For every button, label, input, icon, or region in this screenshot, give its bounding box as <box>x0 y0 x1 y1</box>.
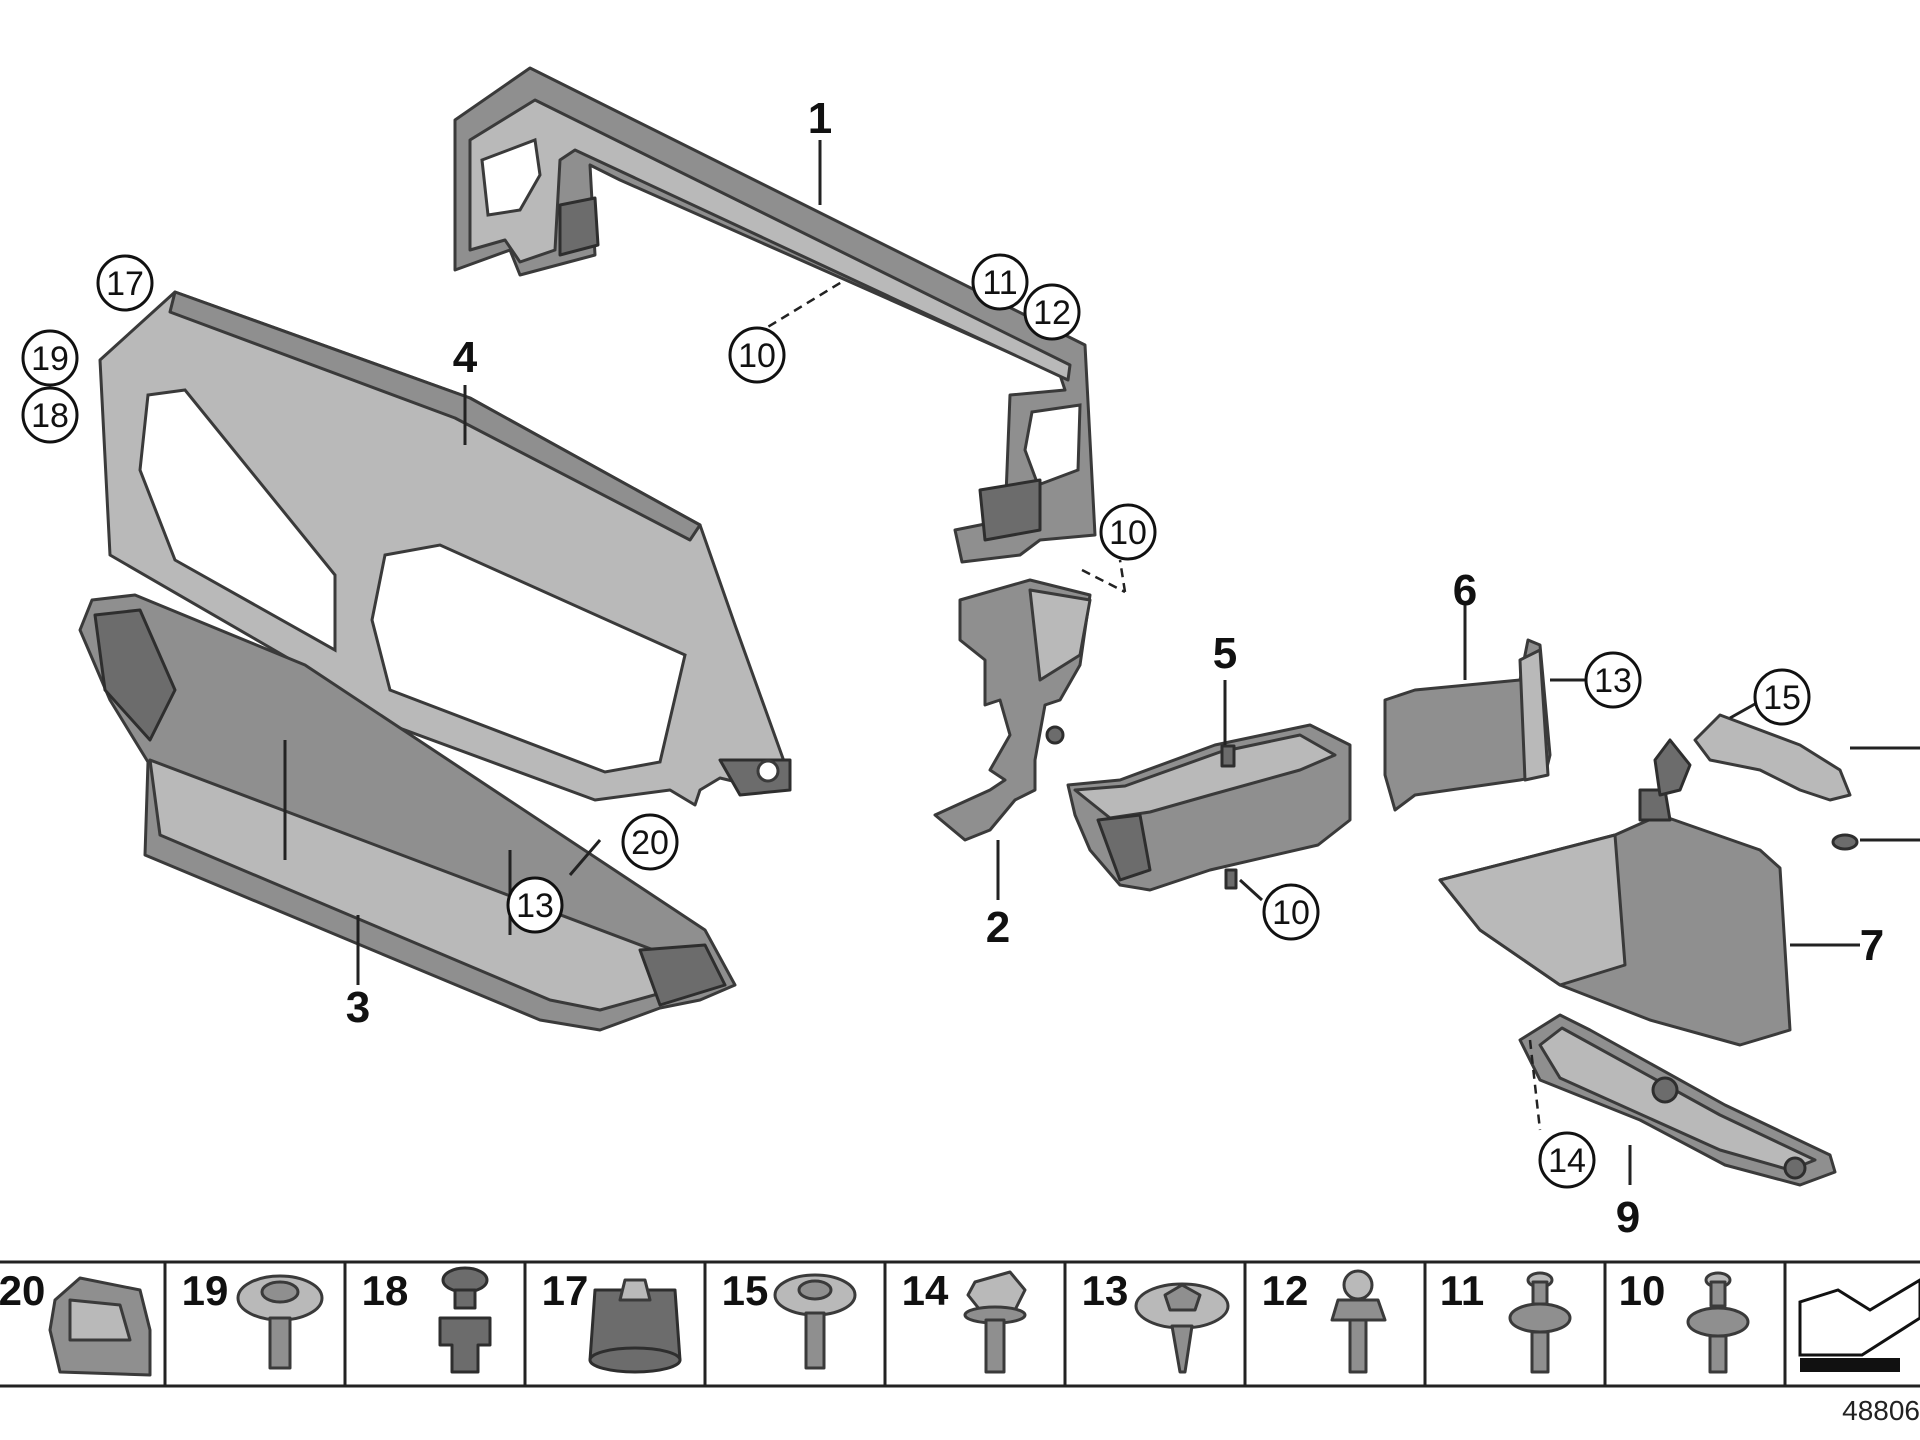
callout-9: 9 <box>1616 1193 1640 1242</box>
circled-ref-19: 19 <box>21 329 79 387</box>
fastener-17-rubber-buffer[interactable]: 17 <box>542 1267 682 1374</box>
circled-ref-13-lower-duct: 13 <box>506 876 564 934</box>
circled-ref-13-duct-end: 13 <box>1584 651 1642 709</box>
circled-ref-20: 20 <box>621 813 679 871</box>
bracket-upper-right[interactable] <box>1653 713 1859 851</box>
fastener-strip: 20 19 18 17 15 <box>0 1260 1920 1388</box>
circled-19-label: 19 <box>31 340 69 378</box>
circled-ref-10-bracket: 10 <box>1099 503 1157 561</box>
fastener-15-washer-screw[interactable]: 15 <box>722 1267 857 1370</box>
circled-14-label: 14 <box>1548 1142 1586 1180</box>
callout-6: 6 <box>1453 566 1477 615</box>
circled-13b-label: 13 <box>516 887 554 925</box>
circled-ref-10-beam: 10 <box>728 326 786 384</box>
circled-ref-18: 18 <box>21 386 79 444</box>
fastener-18-expanding-rivet[interactable]: 18 <box>362 1266 492 1374</box>
circled-17-label: 17 <box>106 265 144 303</box>
diagram-id: 48806 <box>1842 1395 1920 1426</box>
circled-ref-11: 11 <box>971 253 1029 311</box>
fastener-19-flange-screw[interactable]: 19 <box>182 1267 324 1370</box>
fastener-13-number: 13 <box>1082 1267 1129 1314</box>
fastener-17-number: 17 <box>542 1267 589 1314</box>
fastener-10-number: 10 <box>1619 1267 1666 1314</box>
circled-18-label: 18 <box>31 397 69 435</box>
circled-ref-14: 14 <box>1538 1131 1596 1189</box>
leader-lines <box>356 140 1920 1185</box>
part-2-side-bracket[interactable] <box>933 578 1092 842</box>
circled-12-label: 12 <box>1033 294 1071 332</box>
fastener-19-number: 19 <box>182 1267 229 1314</box>
fastener-20-number: 20 <box>0 1267 45 1314</box>
circled-references: 17 19 18 11 12 10 10 10 13 20 13 15 14 <box>21 253 1811 1189</box>
fastener-10-collar-screw[interactable]: 10 <box>1619 1267 1750 1374</box>
part-4-grille-carrier[interactable] <box>98 290 792 807</box>
part-5-air-duct[interactable] <box>1066 723 1352 892</box>
fastener-20-clip-nut[interactable]: 20 <box>0 1267 152 1377</box>
circled-20-label: 20 <box>631 824 669 862</box>
fastener-18-number: 18 <box>362 1267 409 1314</box>
part-number-callouts: 1 4 2 3 5 6 7 9 <box>346 94 1884 1242</box>
fastener-12-number: 12 <box>1262 1267 1309 1314</box>
circled-10b-label: 10 <box>1109 514 1147 552</box>
part-7-air-guide[interactable] <box>1438 788 1792 1047</box>
callout-5: 5 <box>1213 629 1237 678</box>
circled-13a-label: 13 <box>1594 662 1632 700</box>
callout-3: 3 <box>346 983 370 1032</box>
circled-10c-label: 10 <box>1272 894 1310 932</box>
circled-ref-15: 15 <box>1753 668 1811 726</box>
fastener-14-number: 14 <box>902 1267 949 1314</box>
circled-ref-10-duct: 10 <box>1262 883 1320 941</box>
fastener-15-number: 15 <box>722 1267 769 1314</box>
callout-4: 4 <box>453 333 478 382</box>
fastener-13-flange-screw[interactable]: 13 <box>1082 1267 1230 1374</box>
callout-2: 2 <box>986 903 1010 952</box>
direction-arrow-icon <box>1798 1278 1920 1372</box>
callout-1: 1 <box>808 94 832 143</box>
circled-10a-label: 10 <box>738 337 776 375</box>
circled-ref-12: 12 <box>1023 283 1081 341</box>
circled-15-label: 15 <box>1763 679 1801 717</box>
circled-ref-17: 17 <box>96 254 154 312</box>
fastener-11-number: 11 <box>1440 1267 1484 1314</box>
part-9-lower-bracket[interactable] <box>1518 1013 1837 1187</box>
callout-7: 7 <box>1860 921 1884 970</box>
part-1-upper-carrier[interactable] <box>453 66 1097 564</box>
circled-11-label: 11 <box>982 264 1017 302</box>
fastener-14-hex-bolt[interactable]: 14 <box>902 1267 1027 1374</box>
fastener-11-collar-screw[interactable]: 11 <box>1440 1267 1572 1374</box>
part-6-duct-end[interactable] <box>1383 638 1552 812</box>
fastener-12-ball-stud[interactable]: 12 <box>1262 1267 1387 1374</box>
